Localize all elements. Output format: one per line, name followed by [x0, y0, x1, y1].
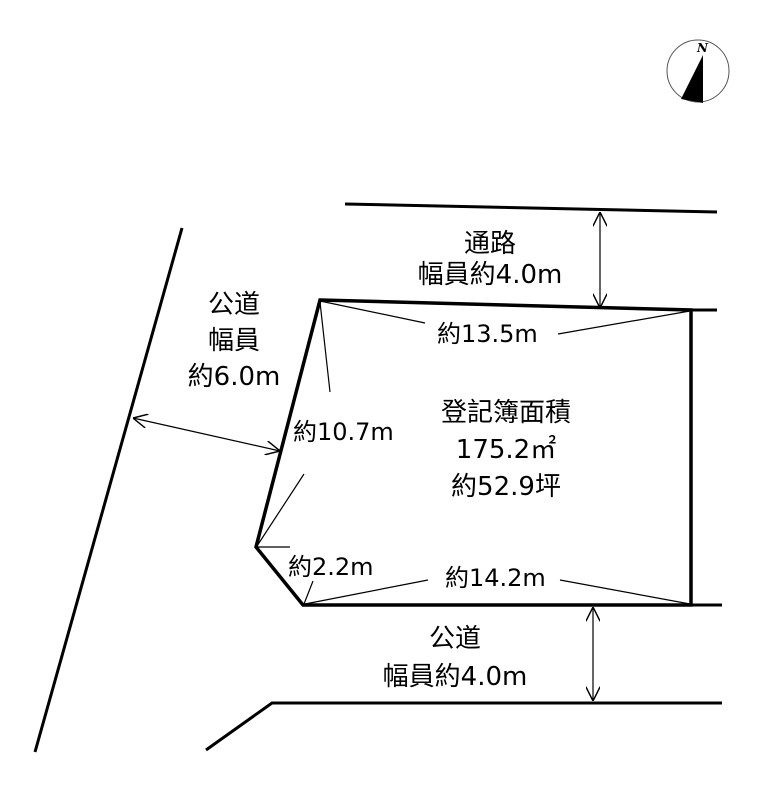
top-road-type: 通路 — [464, 229, 516, 259]
bottom-road-width: 幅員約4.0m — [383, 662, 528, 692]
area-tsubo: 約52.9坪 — [451, 472, 561, 502]
dimension-bottom: 約14.2m — [445, 564, 546, 592]
top-road-edge — [344, 202, 718, 214]
plot-boundary — [254, 298, 693, 607]
north-compass-icon: N — [666, 39, 730, 103]
plot-area-label: 登記簿面積 175.2㎡ 約52.9坪 — [441, 398, 571, 502]
left-road-edge — [33, 227, 184, 753]
left-road-width-arrow — [133, 418, 280, 451]
bottom-road-edge — [205, 701, 722, 752]
bottom-road-label: 公道 幅員約4.0m — [383, 624, 528, 692]
area-title: 登記簿面積 — [441, 398, 571, 428]
top-road-label: 通路 幅員約4.0m — [418, 229, 563, 290]
dimension-top: 約13.5m — [437, 320, 538, 348]
left-road-width-label: 幅員 — [208, 326, 260, 356]
north-label: N — [696, 41, 709, 55]
left-road-label: 公道 幅員 約6.0m — [188, 290, 281, 392]
area-sqm: 175.2㎡ — [456, 435, 556, 465]
dimension-corner: 約2.2m — [288, 553, 374, 581]
dimension-lines — [256, 300, 691, 605]
dimension-left: 約10.7m — [293, 418, 394, 446]
left-road-type: 公道 — [208, 290, 260, 320]
left-road-width: 約6.0m — [188, 362, 281, 392]
top-road-width: 幅員約4.0m — [418, 260, 563, 290]
bottom-road-type: 公道 — [429, 624, 481, 654]
